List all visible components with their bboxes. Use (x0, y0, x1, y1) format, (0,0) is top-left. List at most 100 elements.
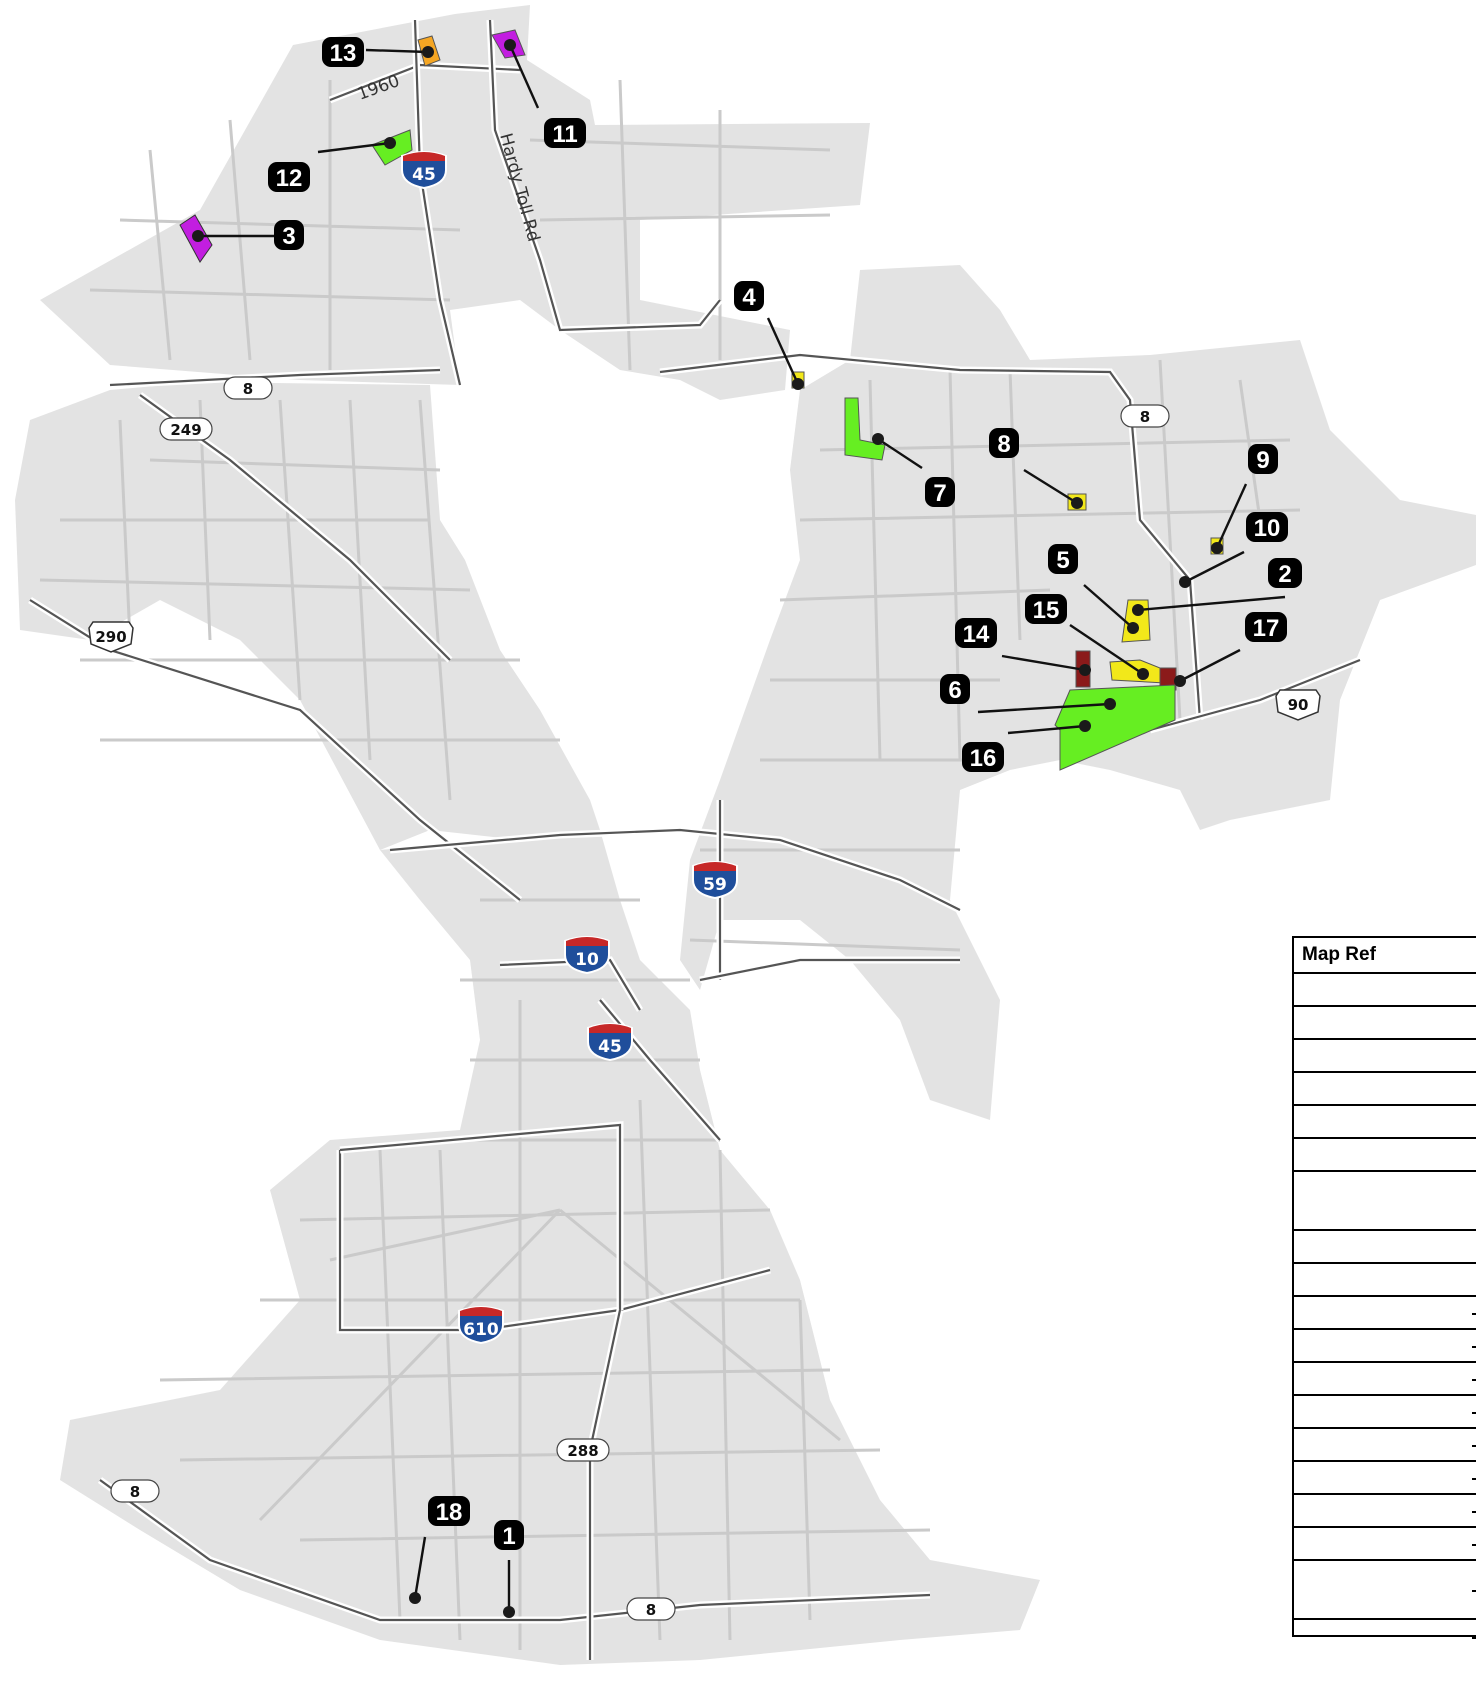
state-route-249: 249 (159, 417, 213, 441)
site-marker-15[interactable]: 15 (1025, 594, 1067, 624)
interstate-label: 10 (575, 950, 599, 970)
table-row (1294, 1297, 1476, 1330)
site-marker-18[interactable]: 18 (428, 1496, 470, 1526)
site-marker-16[interactable]: 16 (962, 742, 1004, 772)
svg-text:13: 13 (330, 40, 357, 67)
svg-text:2: 2 (1278, 561, 1291, 588)
state-route-ovals: 8 249 8 8 288 8 (110, 376, 1170, 1621)
table-row (1294, 1040, 1476, 1073)
interstate-shield-10: 10 (564, 936, 610, 975)
svg-text:16: 16 (970, 745, 997, 772)
svg-text:3: 3 (282, 223, 295, 250)
svg-text:8: 8 (997, 431, 1010, 458)
state-route-label: 249 (170, 421, 201, 439)
table-row (1294, 1264, 1476, 1297)
site-marker-11[interactable]: 11 (544, 118, 586, 148)
table-row (1294, 1462, 1476, 1495)
table-row (1294, 1561, 1476, 1620)
svg-text:12: 12 (276, 165, 303, 192)
site-marker-6[interactable]: 6 (940, 674, 970, 704)
site-marker-7[interactable]: 7 (925, 477, 955, 507)
site-marker-9[interactable]: 9 (1248, 444, 1278, 474)
state-route-label: 8 (646, 1601, 656, 1619)
interstate-shield-59: 59 (692, 861, 738, 900)
svg-text:5: 5 (1056, 547, 1069, 574)
map-reference-table: Map Ref (1292, 936, 1476, 1639)
state-route-8-northwest: 8 (223, 376, 273, 400)
site-markers: 1 2 3 4 5 6 7 8 9 10 11 12 13 14 15 16 1… (268, 37, 1302, 1550)
svg-text:15: 15 (1033, 597, 1060, 624)
svg-text:11: 11 (552, 121, 577, 148)
svg-text:7: 7 (933, 480, 946, 507)
row-edge-mark (1472, 1312, 1476, 1315)
row-edge-mark (1472, 1510, 1476, 1513)
table-row (1294, 1330, 1476, 1363)
svg-text:1: 1 (502, 1523, 515, 1550)
svg-text:10: 10 (1254, 515, 1281, 542)
row-edge-mark (1472, 1378, 1476, 1381)
table-row (1294, 1396, 1476, 1429)
state-route-label: 288 (567, 1442, 598, 1460)
table-row (1294, 1528, 1476, 1561)
table-body (1294, 974, 1476, 1653)
table-row (1294, 1620, 1476, 1653)
table-row (1294, 1106, 1476, 1139)
state-route-8-east: 8 (1120, 404, 1170, 428)
site-marker-2[interactable]: 2 (1268, 558, 1302, 588)
district-central (60, 830, 1040, 1665)
interstate-label: 59 (703, 875, 727, 895)
table-row (1294, 1429, 1476, 1462)
site-marker-1[interactable]: 1 (494, 1520, 524, 1550)
site-marker-12[interactable]: 12 (268, 162, 310, 192)
interstate-shield-610: 610 (458, 1306, 504, 1345)
site-marker-14[interactable]: 14 (955, 618, 997, 648)
row-edge-mark (1472, 1444, 1476, 1447)
svg-text:6: 6 (948, 677, 961, 704)
site-marker-4[interactable]: 4 (734, 281, 764, 311)
row-edge-mark (1472, 1411, 1476, 1414)
leader-lines (192, 39, 1286, 1618)
state-route-label: 8 (130, 1483, 140, 1501)
table-header-map-ref: Map Ref (1294, 938, 1476, 974)
site-marker-10[interactable]: 10 (1246, 512, 1288, 542)
land-areas (15, 5, 1476, 1665)
interstate-label: 45 (598, 1037, 622, 1057)
row-edge-mark (1472, 1589, 1476, 1592)
state-route-288: 288 (556, 1438, 610, 1462)
row-edge-mark (1472, 1543, 1476, 1546)
table-row (1294, 1172, 1476, 1231)
us-route-label: 90 (1288, 696, 1309, 714)
table-row (1294, 1007, 1476, 1040)
table-row (1294, 974, 1476, 1007)
site-marker-13[interactable]: 13 (322, 37, 364, 67)
site-marker-17[interactable]: 17 (1245, 612, 1287, 642)
district-northwest (40, 5, 870, 400)
interstate-label: 45 (412, 165, 436, 185)
us-shields: 290 90 (88, 621, 1321, 721)
site-marker-8[interactable]: 8 (989, 428, 1019, 458)
row-edge-mark (1472, 1345, 1476, 1348)
svg-text:17: 17 (1253, 615, 1280, 642)
row-edge-mark (1472, 1636, 1476, 1639)
table-row (1294, 1139, 1476, 1172)
state-route-label: 8 (243, 380, 253, 398)
table-row (1294, 1495, 1476, 1528)
us-shield-90: 90 (1275, 689, 1321, 721)
site-marker-5[interactable]: 5 (1048, 544, 1078, 574)
interstate-label: 610 (463, 1320, 499, 1340)
district-west (15, 382, 600, 850)
svg-text:4: 4 (742, 284, 756, 311)
svg-text:14: 14 (963, 621, 990, 648)
us-route-label: 290 (95, 628, 126, 646)
svg-text:18: 18 (436, 1499, 463, 1526)
state-route-label: 8 (1140, 408, 1150, 426)
site-marker-3[interactable]: 3 (274, 220, 304, 250)
interstate-shields: 45 59 10 45 610 (401, 151, 738, 1345)
state-route-8-southwest: 8 (110, 1479, 160, 1503)
table-row (1294, 1363, 1476, 1396)
interstate-shield-45-north: 45 (401, 151, 447, 190)
table-row (1294, 1231, 1476, 1264)
state-route-8-south: 8 (626, 1597, 676, 1621)
interstate-shield-45-south: 45 (587, 1023, 633, 1062)
table-row (1294, 1073, 1476, 1106)
